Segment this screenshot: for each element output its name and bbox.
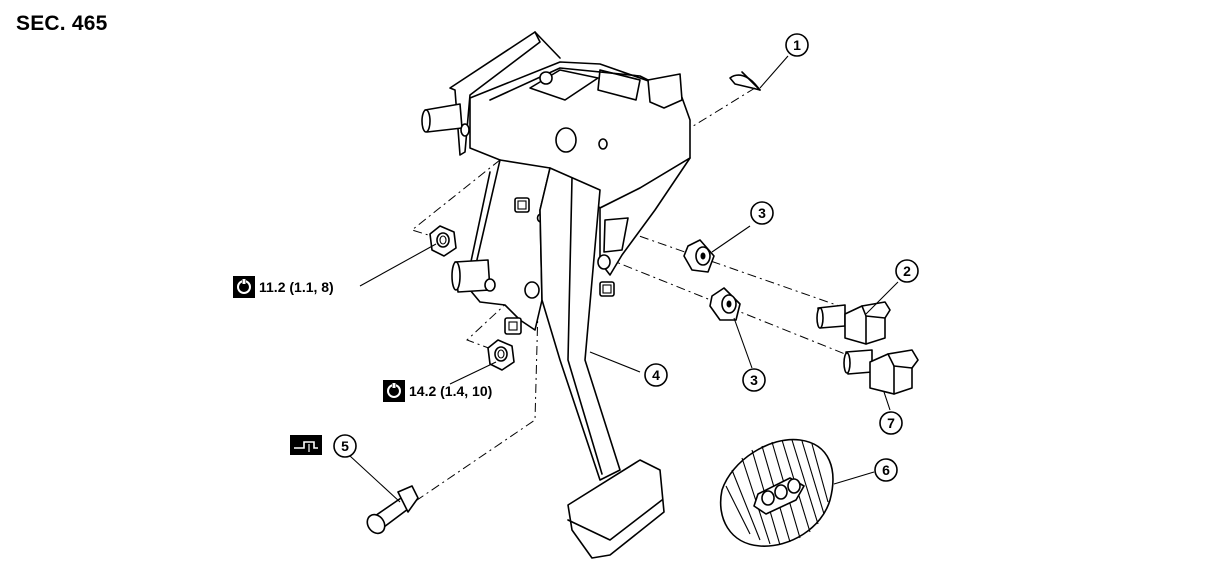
svg-text:2: 2 <box>903 263 911 279</box>
svg-text:1: 1 <box>793 37 801 53</box>
stopper-rubber-upper-part-3 <box>683 239 715 273</box>
callout-2: 2 <box>895 259 919 283</box>
svg-text:3: 3 <box>758 205 766 221</box>
callout-leaders <box>349 55 899 503</box>
pedal-pad-part-6 <box>719 438 834 547</box>
svg-text:6: 6 <box>882 462 890 478</box>
torque-value-upper: 11.2 (1.1, 8) <box>259 279 334 295</box>
svg-text:4: 4 <box>652 367 660 383</box>
stopper-rubber-lower-part-3 <box>709 287 741 321</box>
callout-4: 4 <box>644 363 668 387</box>
callout-5: 5 <box>333 434 357 458</box>
stop-lamp-switch-part-2 <box>816 301 891 345</box>
torque-spec-upper-nut: 11.2 (1.1, 8) <box>233 276 334 298</box>
callout-1: 1 <box>785 33 809 57</box>
torque-spec-lower-nut: 14.2 (1.4, 10) <box>383 380 492 402</box>
bracket-nut-upper <box>429 225 457 257</box>
svg-text:5: 5 <box>341 438 349 454</box>
grease-application-icon <box>290 435 322 455</box>
callout-3-upper: 3 <box>750 201 774 225</box>
section-label: SEC. 465 <box>16 12 108 35</box>
torque-value-lower: 14.2 (1.4, 10) <box>409 383 493 399</box>
clip-part-1 <box>729 71 761 91</box>
ascd-switch-part-7 <box>843 349 919 395</box>
svg-text:7: 7 <box>887 415 895 431</box>
callout-7: 7 <box>879 411 903 435</box>
pivot-bolt-part-5 <box>366 485 419 535</box>
pedal-bracket <box>421 31 691 335</box>
callout-6: 6 <box>874 458 898 482</box>
callout-3-lower: 3 <box>742 368 766 392</box>
wrench-torque-icon <box>383 380 405 402</box>
wrench-torque-icon <box>233 276 255 298</box>
bracket-nut-lower <box>487 339 515 371</box>
brake-pedal-arm <box>539 167 665 559</box>
svg-text:3: 3 <box>750 372 758 388</box>
